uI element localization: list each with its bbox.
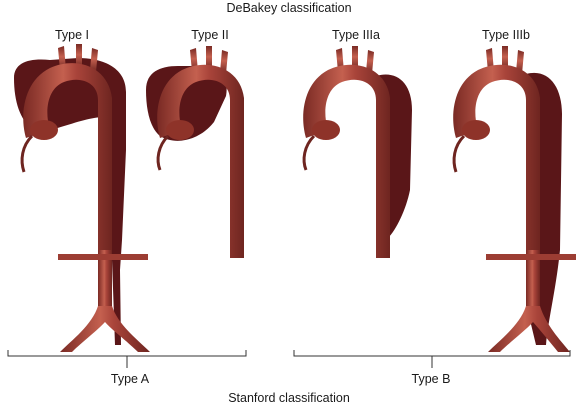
label-type-ii: Type II — [191, 28, 229, 42]
label-type-i: Type I — [54, 28, 90, 42]
bracket-type-b — [293, 350, 571, 368]
debakey-title: DeBakey classification — [226, 1, 352, 15]
stanford-title: Stanford classification — [228, 391, 350, 405]
label-type-iiib: Type IIIb — [482, 28, 530, 42]
label-type-a: Type A — [110, 372, 150, 386]
bracket-type-a — [7, 350, 247, 368]
aorta-type-iiib — [452, 46, 576, 352]
aorta-type-iiia — [302, 46, 412, 258]
aorta-type-i — [14, 44, 150, 352]
label-type-iiia: Type IIIa — [332, 28, 380, 42]
label-type-b: Type B — [411, 372, 451, 386]
aorta-type-ii — [146, 46, 244, 258]
